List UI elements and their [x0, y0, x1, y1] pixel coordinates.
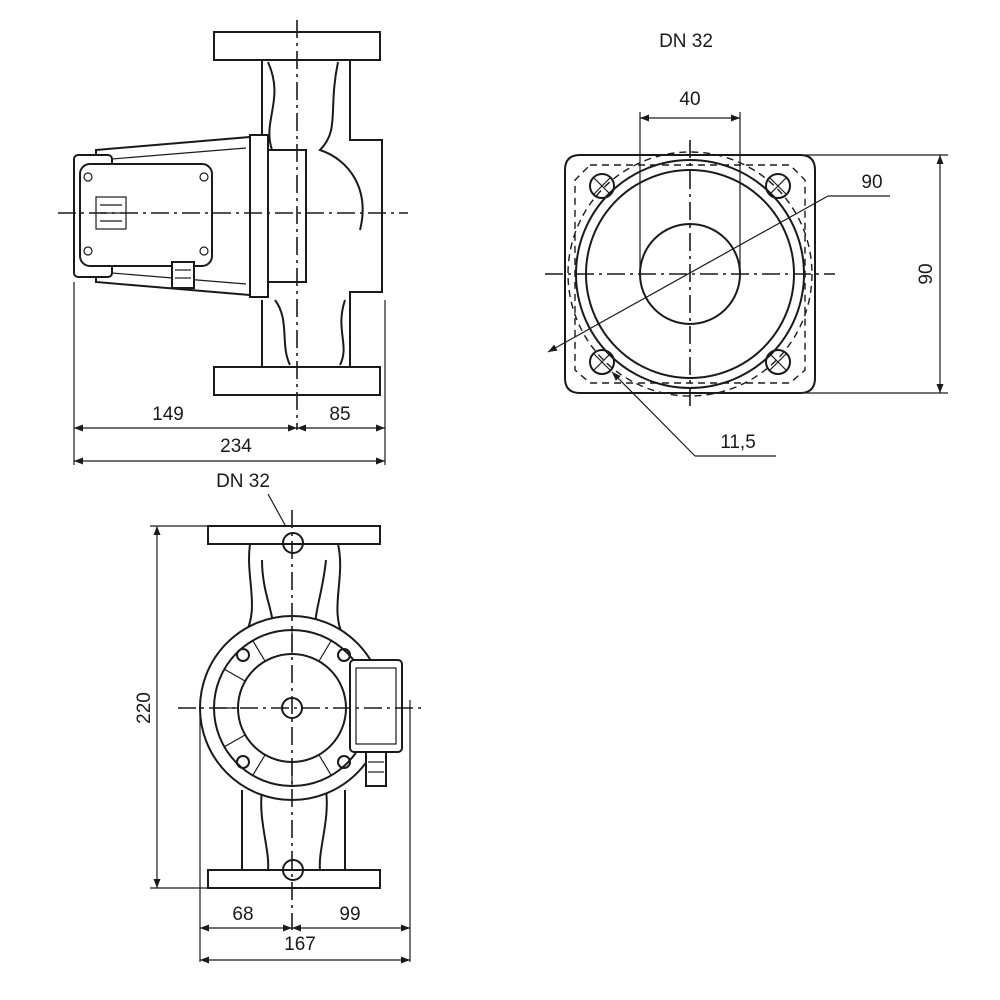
control-box: [79, 163, 213, 267]
screw-icon: [83, 246, 93, 256]
bolt-hole-icon: [589, 173, 615, 199]
cable-gland-icon: [365, 751, 387, 787]
bolt-hole-icon: [589, 349, 615, 375]
bolt-hole-icon: [765, 349, 791, 375]
dim-bolt-circle: 90: [861, 172, 882, 193]
terminal-cover: [355, 667, 397, 745]
flange-hidden-edge: [574, 164, 806, 384]
flange-view: DN 32 40 90: [545, 31, 948, 457]
dim-flange-offset: 85: [329, 404, 350, 425]
screw-icon: [199, 246, 209, 256]
pump-volute: [260, 559, 328, 871]
dim-left: 68: [232, 904, 253, 925]
dim-width: 167: [284, 934, 316, 955]
bolt-circle: [567, 151, 813, 397]
terminal-box: [349, 659, 403, 753]
bolt-hole-icon: [765, 173, 791, 199]
side-view: 149 85 234: [58, 20, 408, 465]
dim-bolt-hole: 11,5: [720, 432, 756, 453]
leader-line: [611, 371, 696, 457]
dim-line: [547, 195, 829, 353]
screw-icon: [337, 755, 351, 769]
motor-flange: [249, 134, 269, 298]
screw-icon: [236, 648, 250, 662]
front-title: DN 32: [216, 471, 270, 492]
motor-adapter: [267, 149, 307, 283]
dim-height: 220: [134, 692, 155, 724]
screw-icon: [337, 648, 351, 662]
pump-body: [261, 60, 383, 367]
dim-motor-length: 149: [152, 404, 184, 425]
flange-title: DN 32: [659, 31, 713, 52]
port-icon: [282, 532, 304, 554]
dim-overall-length: 234: [220, 436, 252, 457]
pump-volute: [267, 61, 364, 366]
screw-icon: [236, 755, 250, 769]
top-flange: [207, 525, 381, 545]
screw-icon: [83, 172, 93, 182]
dim-right: 99: [339, 904, 360, 925]
screw-icon: [199, 172, 209, 182]
dim-bore: 40: [679, 89, 700, 110]
dim-bolt-spacing: 90: [916, 263, 937, 284]
port-icon: [282, 859, 304, 881]
front-view: DN 32: [134, 471, 424, 964]
pump-body: [241, 543, 346, 870]
cable-gland-icon: [171, 261, 195, 289]
